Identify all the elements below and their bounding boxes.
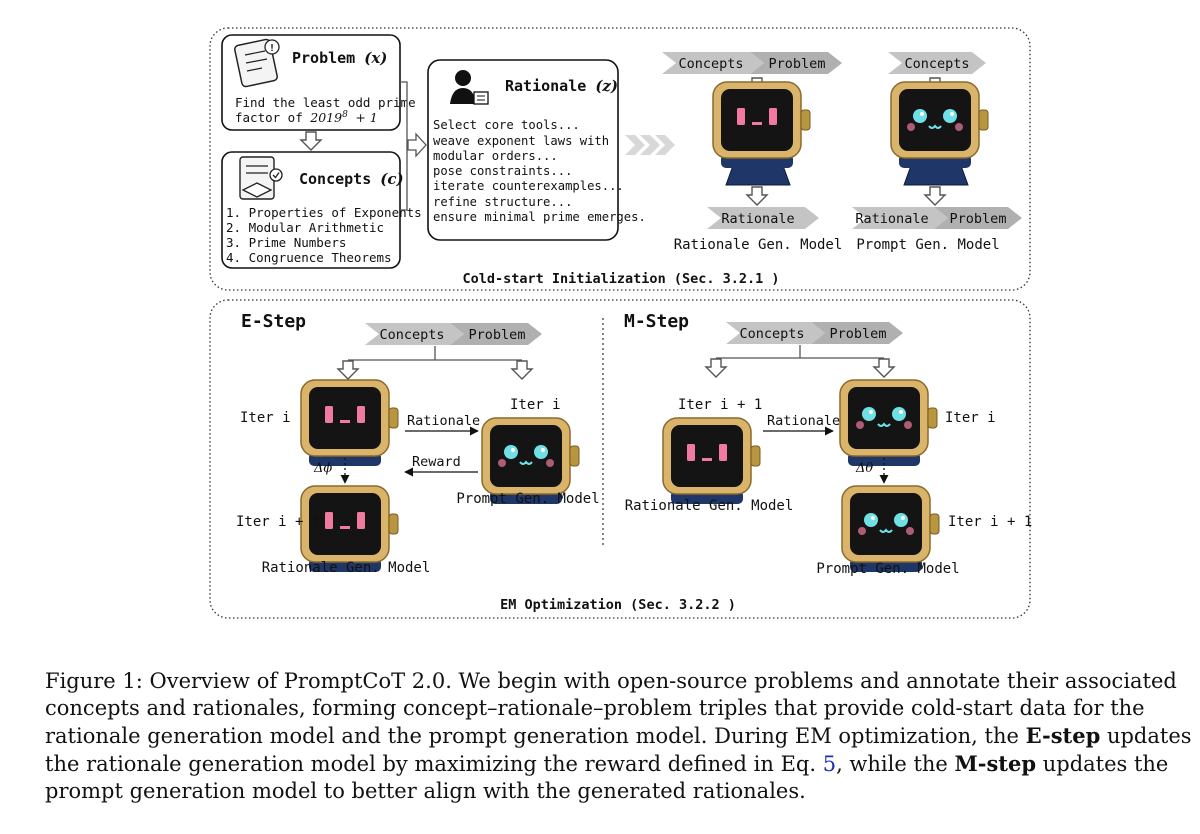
m-step-prompt-model-name: Prompt Gen. Model	[816, 561, 959, 577]
caption-mstep: M-step	[954, 751, 1037, 776]
m-step-rationale-model-name: Rationale Gen. Model	[625, 498, 794, 514]
e-step-rationale-robot-top	[300, 379, 399, 467]
m-step-iter-left: Iter i + 1	[678, 397, 762, 413]
caption-part2: updates the rationale generation model b…	[45, 724, 1192, 776]
tag-shape	[934, 207, 1022, 229]
cs-prompt-output-tags: Rationale Problem	[852, 207, 1022, 229]
tag-label: Problem	[769, 56, 826, 72]
tag-label: Rationale	[855, 211, 928, 227]
rationale-line: Select core tools...	[433, 118, 580, 132]
tag-shape	[726, 322, 825, 344]
caption-estep: E-step	[1025, 723, 1101, 748]
e-step-iter-bottom: Iter i + 1	[236, 514, 320, 530]
cs-rationale-robot	[712, 81, 811, 186]
rationale-line: refine structure...	[433, 195, 572, 209]
tag-label: Concepts	[379, 327, 444, 343]
tag-shape	[750, 52, 842, 74]
m-step-rationale-label: Rationale	[767, 413, 840, 429]
caption-eq-ref[interactable]: 5	[822, 752, 837, 776]
cold-start-panel	[209, 27, 1031, 291]
tag-shape	[811, 322, 903, 344]
rationale-line: ensure minimal prime emerges.	[433, 210, 646, 224]
rationale-lines: Select core tools... weave exponent laws…	[433, 118, 646, 224]
cold-start-title: Cold-start Initialization (Sec. 3.2.1 )	[463, 271, 780, 287]
e-step-iter-right: Iter i	[510, 397, 561, 413]
chevron-arrows-icon	[625, 135, 675, 155]
m-step-prompt-robot-bottom	[841, 485, 940, 573]
e-step-delta: Δϕ	[313, 461, 332, 476]
concepts-list: 1. Properties of Exponents 2. Modular Ar…	[226, 205, 422, 265]
problem-label: Problem (x)	[292, 49, 387, 67]
caption-part4: updates the prompt generation model to b…	[45, 752, 1169, 803]
concept-item: 4. Congruence Theorems	[226, 250, 392, 265]
m-step-delta: Δθ	[855, 461, 873, 476]
rationale-box	[427, 59, 619, 241]
em-title: EM Optimization (Sec. 3.2.2 )	[500, 597, 736, 613]
caption-part1: Figure 1: Overview of PromptCoT 2.0. We …	[45, 669, 1177, 748]
concept-item: 1. Properties of Exponents	[226, 205, 422, 220]
concept-icon	[239, 156, 283, 200]
rationale-line: modular orders...	[433, 149, 558, 163]
tag-shape	[450, 323, 542, 345]
concepts-label: Concepts (c)	[299, 170, 404, 188]
cs-prompt-model-name: Prompt Gen. Model	[856, 237, 999, 253]
tag-label: Concepts	[678, 56, 743, 72]
cs-prompt-robot	[890, 81, 989, 186]
cs-prompt-input-tags: Concepts	[888, 52, 986, 74]
concept-item: 2. Modular Arithmetic	[226, 220, 384, 235]
svg-text:!: !	[269, 43, 275, 54]
right-arrow	[407, 132, 427, 158]
cs-rationale-input-tags: Concepts Problem	[662, 52, 842, 74]
rationale-line: weave exponent laws with	[433, 134, 609, 148]
tag-shape	[888, 52, 986, 74]
e-step-rationale-model-name: Rationale Gen. Model	[262, 560, 431, 576]
problem-text-2: factor of 20198 + 1	[235, 105, 378, 125]
tag-label: Problem	[830, 326, 887, 342]
tag-shape	[365, 323, 464, 345]
tag-label: Problem	[469, 327, 526, 343]
e-step-iter-top: Iter i	[240, 410, 291, 426]
e-step-split-line	[348, 346, 522, 361]
m-step-rationale-robot	[662, 417, 761, 505]
e-step-prompt-model-name: Prompt Gen. Model	[456, 491, 599, 507]
tag-shape	[707, 207, 819, 229]
scroll-icon: !	[234, 38, 280, 88]
m-step-tags: Concepts Problem	[726, 322, 903, 344]
m-step-iter-top: Iter i	[945, 410, 996, 426]
m-step-split-line	[716, 345, 884, 359]
rationale-line: iterate counterexamples...	[433, 179, 624, 193]
m-step-title: M-Step	[624, 311, 689, 332]
rationale-line: pose constraints...	[433, 164, 572, 178]
m-step-prompt-robot-top	[839, 379, 938, 467]
cs-rationale-output-tags: Rationale	[707, 207, 819, 229]
m-step-iter-bottom: Iter i + 1	[948, 514, 1032, 530]
concept-item: 3. Prime Numbers	[226, 235, 346, 250]
tag-label: Problem	[950, 211, 1007, 227]
caption-part3: , while the	[836, 752, 955, 776]
tag-shape	[662, 52, 764, 74]
figure-caption: Figure 1: Overview of PromptCoT 2.0. We …	[45, 668, 1195, 805]
tag-shape	[852, 207, 948, 229]
em-panel	[209, 299, 1031, 619]
rationale-label: Rationale (z)	[505, 77, 618, 95]
cs-rationale-model-name: Rationale Gen. Model	[674, 237, 843, 253]
e-step-title: E-Step	[241, 311, 306, 332]
tag-label: Rationale	[721, 211, 794, 227]
problem-text-1: Find the least odd prime	[235, 95, 416, 110]
e-step-rationale-label: Rationale	[407, 413, 480, 429]
e-step-tags: Concepts Problem	[365, 323, 542, 345]
e-step-reward-label: Reward	[412, 454, 461, 470]
tag-label: Concepts	[904, 56, 969, 72]
bracket-connector	[400, 81, 408, 211]
tag-label: Concepts	[739, 326, 804, 342]
teacher-icon	[450, 70, 489, 105]
